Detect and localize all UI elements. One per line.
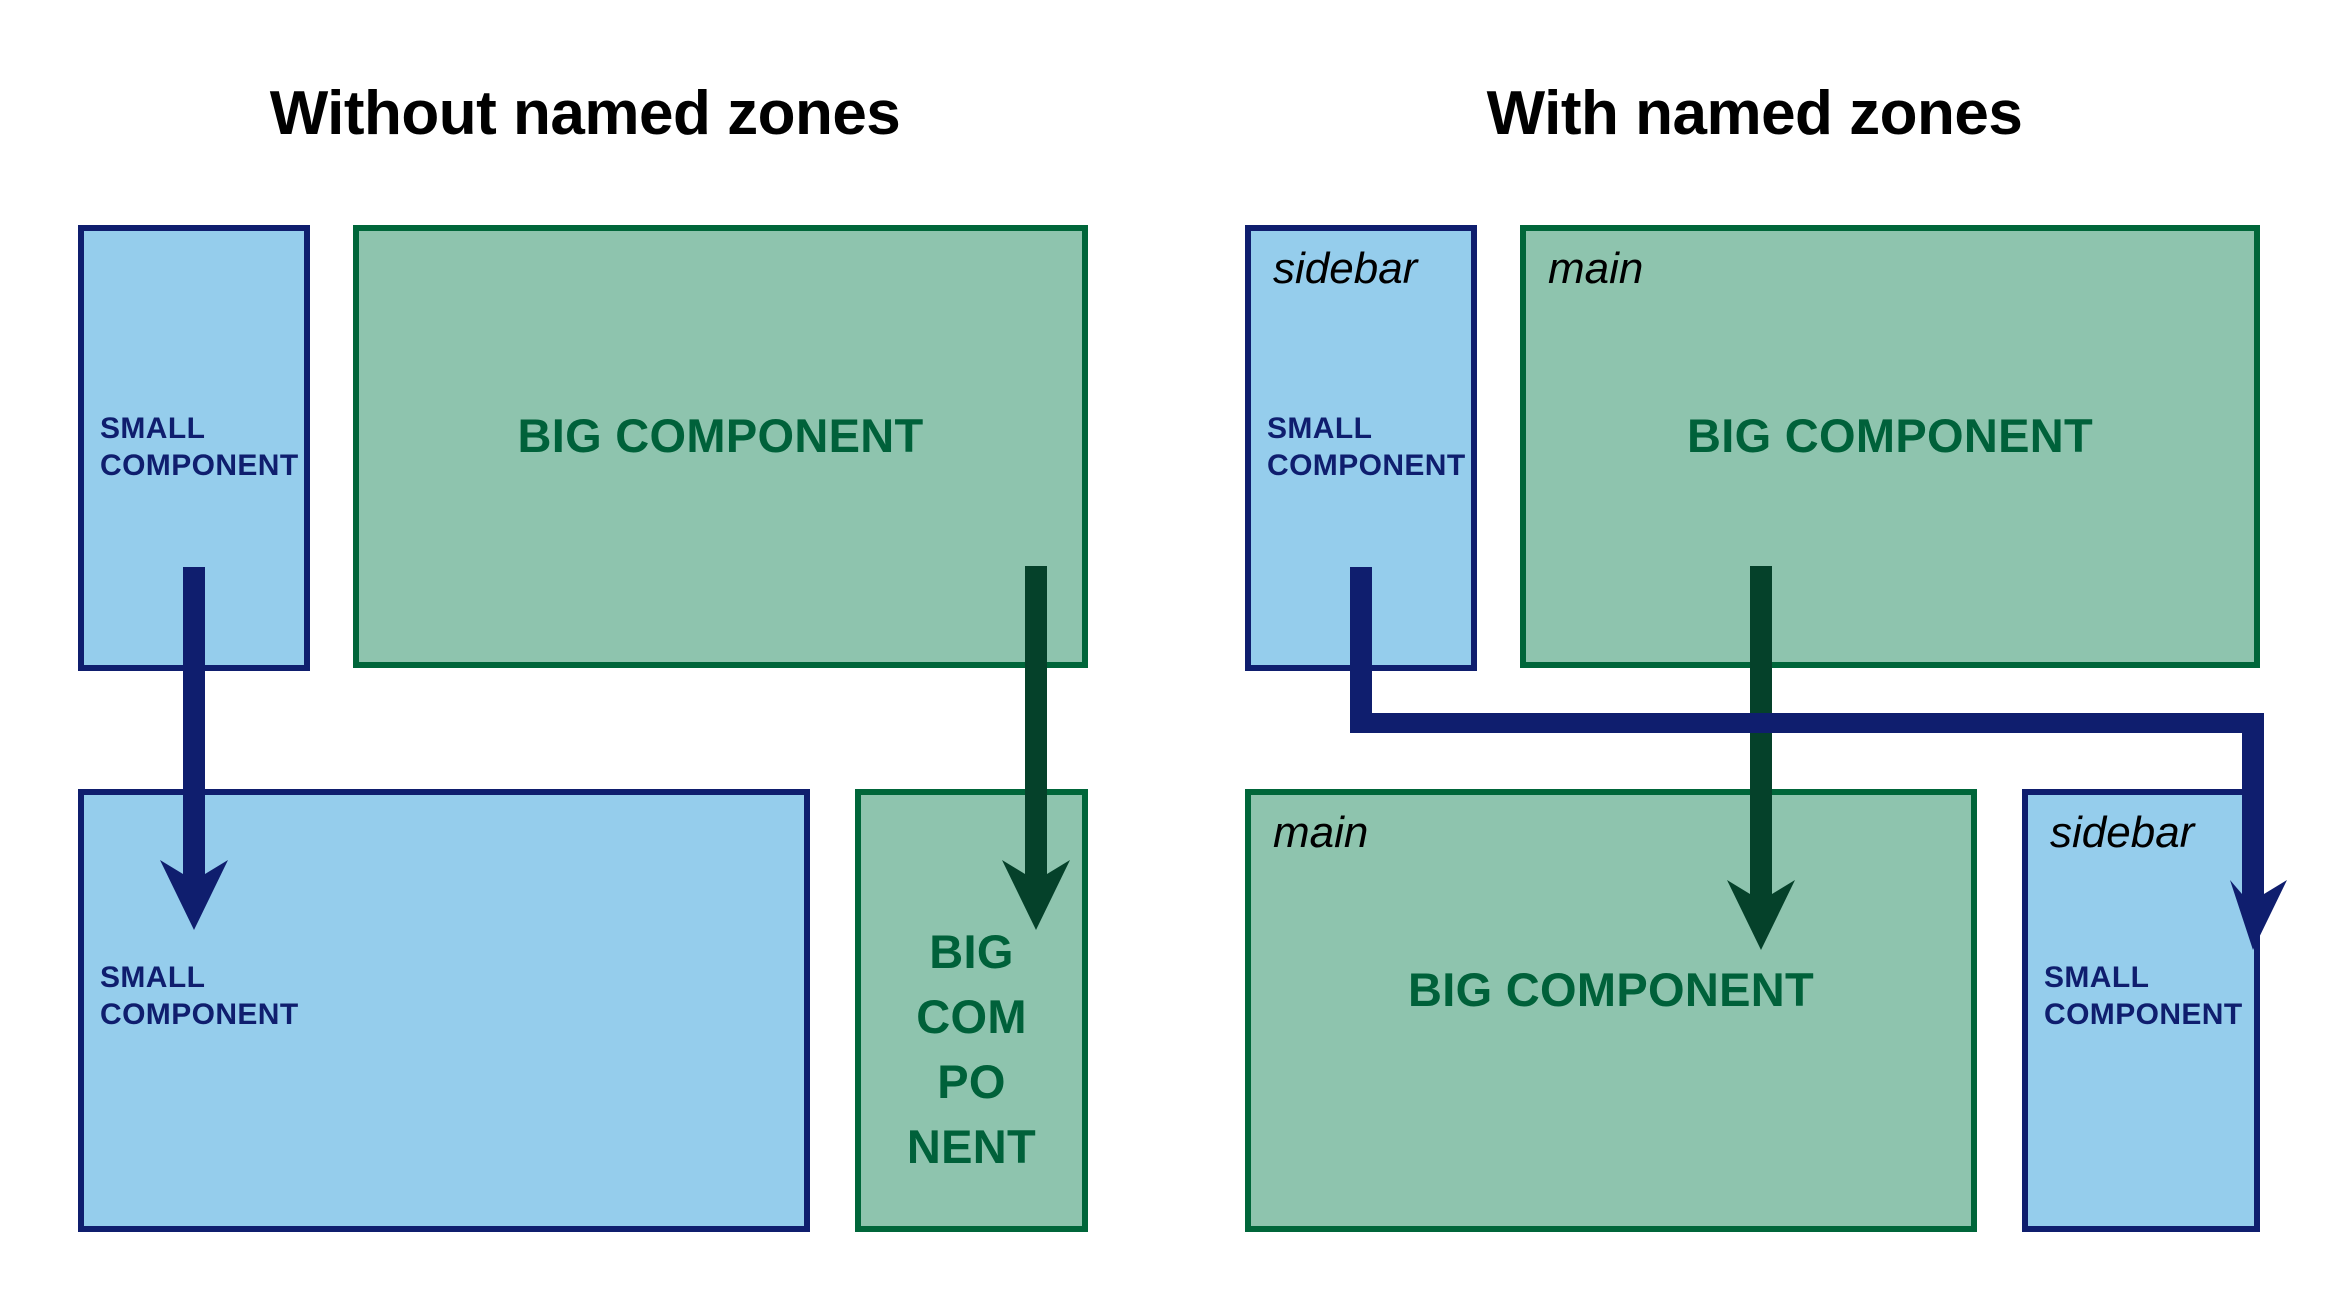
label-line-2: COMPONENT [1267,448,1466,482]
right-top-main-zone-box: main BIG COMPONENT [1520,225,2260,668]
label-line-2: COMPONENT [2044,997,2243,1031]
label-line-3: PO [937,1054,1006,1108]
left-bottom-small-component-label: SMALL COMPONENT [100,960,299,1033]
right-top-main-zone-name: main [1548,244,1644,293]
label-line-1: SMALL [100,412,206,445]
left-bottom-big-component-label: BIG COM PO NENT [861,920,1082,1179]
left-top-big-component-box: BIG COMPONENT [353,225,1088,668]
right-bottom-main-zone-name: main [1273,808,1369,857]
right-top-sidebar-zone-name: sidebar [1273,244,1418,293]
left-top-small-component-box: SMALL COMPONENT [78,225,310,671]
right-bottom-big-component-label: BIG COMPONENT [1407,963,1815,1016]
label-line-1: BIG [929,925,1014,978]
label-line-1: SMALL [100,961,206,994]
left-bottom-big-component-box: BIG COM PO NENT [855,789,1088,1232]
panel-title-with-named-zones: With named zones [1486,79,2023,148]
right-bottom-small-component-label: SMALL COMPONENT [2044,960,2243,1033]
right-top-big-component-label: BIG COMPONENT [1686,409,2094,462]
right-bottom-sidebar-zone-name: sidebar [2050,808,2195,857]
right-bottom-sidebar-zone-box: sidebar SMALL COMPONENT [2022,789,2260,1232]
left-top-big-component-label: BIG COMPONENT [517,409,924,462]
label-line-1: SMALL [2044,961,2150,994]
label-line-4: NENT [906,1119,1037,1173]
label-line-2: COMPONENT [100,448,299,482]
left-top-small-component-label: SMALL COMPONENT [100,411,299,484]
right-top-small-component-label: SMALL COMPONENT [1267,411,1466,484]
right-bottom-main-zone-box: main BIG COMPONENT [1245,789,1977,1232]
label-line-1: SMALL [1267,412,1373,445]
label-line-2: COMPONENT [100,997,299,1031]
right-top-sidebar-zone-box: sidebar SMALL COMPONENT [1245,225,1477,671]
left-bottom-small-component-box: SMALL COMPONENT [78,789,810,1232]
label-line-2: COM [916,989,1027,1043]
panel-title-without-named-zones: Without named zones [269,79,901,148]
